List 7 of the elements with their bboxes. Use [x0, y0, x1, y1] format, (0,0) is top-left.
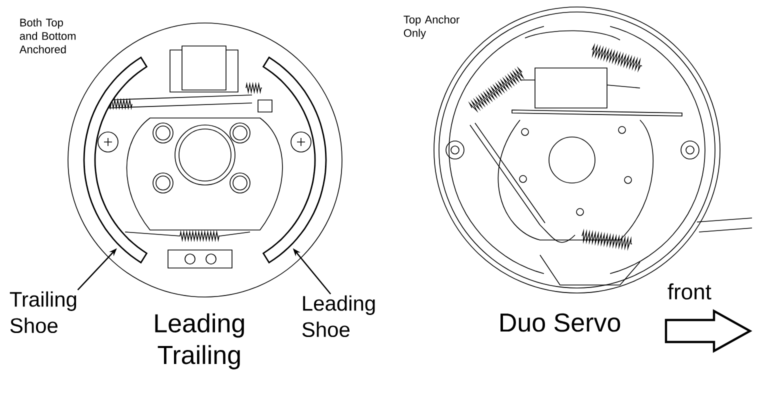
- shoe-label: Leading Shoe: [302, 295, 375, 338]
- caption-text: Leading Trailing: [155, 313, 244, 370]
- shoe-label: Trailing Shoe: [10, 291, 76, 334]
- caption-text: front: [668, 283, 712, 300]
- caption-text: Duo Servo: [500, 313, 620, 332]
- caption-text: Both Top and Bottom Anchored: [19, 18, 76, 54]
- caption-text: Top Anchor Only: [404, 15, 460, 40]
